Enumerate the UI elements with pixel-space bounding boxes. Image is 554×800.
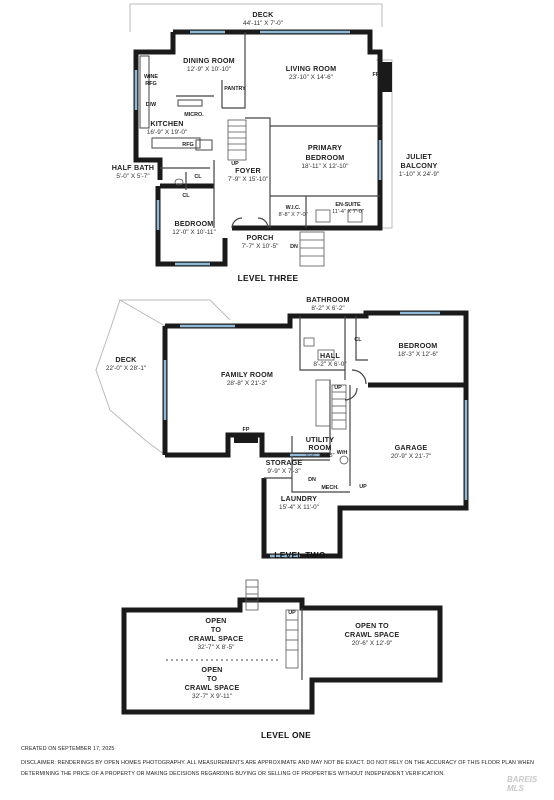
l2-bedroom-dim: 18'-3" X 12'-6" — [398, 351, 438, 358]
dishwasher-label: D/W — [146, 102, 157, 108]
utility-room-name: UTILITY — [306, 435, 335, 444]
l3-deck-dim: 44'-11" X 7'-0" — [243, 20, 283, 27]
wic-name: W.I.C. — [286, 205, 301, 211]
microwave-label: MICRO. — [184, 112, 204, 118]
l3-bedroom-name: BEDROOM — [175, 219, 214, 228]
l2-closet-label: CL — [354, 337, 362, 343]
level-two-plan: DECK 22'-0" X 28'-1" FAMILY ROOM 28'-8" … — [95, 295, 469, 560]
l3-bedroom-dim: 12'-0" X 10'-11" — [172, 229, 215, 236]
family-room-dim: 28'-8" X 21'-3" — [227, 380, 267, 387]
juliet-balcony-outline — [376, 59, 393, 229]
utility-room-name-2: ROOM — [308, 443, 331, 452]
utility-room-dim: 9'-6" X 7'-3" — [305, 453, 334, 459]
l2-deck-name: DECK — [115, 355, 137, 364]
level-one-label: LEVEL ONE — [261, 730, 311, 740]
l2-up-label-2: UP — [359, 484, 367, 490]
primary-bedroom-name: PRIMARY — [308, 143, 342, 152]
crawl-space-2-line-3: CRAWL SPACE — [185, 683, 240, 692]
laundry-name: LAUNDRY — [281, 494, 317, 503]
juliet-balcony-dim: 1'-10" X 24'-9" — [399, 171, 439, 178]
half-bath-dim: 5'-0" X 5'-7" — [116, 173, 149, 180]
en-suite-name: EN-SUITE — [335, 202, 361, 208]
primary-bedroom-dim: 18'-11" X 12'-10" — [301, 163, 348, 170]
garage-dim: 20'-9" X 21'-7" — [391, 453, 431, 460]
living-room-dim: 23'-10" X 14'-6" — [289, 74, 333, 81]
porch-dim: 7'-7" X 10'-5" — [242, 243, 279, 250]
l3-deck-name: DECK — [252, 10, 274, 19]
water-heater-label: W/H — [337, 450, 348, 456]
crawl-space-3-line-2: CRAWL SPACE — [345, 630, 400, 639]
bathroom-name: BATHROOM — [306, 295, 349, 304]
storage-dim: 9'-9" X 7'-3" — [267, 468, 300, 475]
mech-label: MECH. — [321, 485, 339, 491]
family-room-name: FAMILY ROOM — [221, 370, 273, 379]
deck-outline — [129, 3, 383, 32]
en-suite-dim: 11'-4" X 7'-0" — [332, 209, 364, 215]
crawl-space-1-line-1: OPEN — [205, 616, 226, 625]
level-two-label: LEVEL TWO — [274, 550, 326, 560]
laundry-dim: 15'-4" X 11'-0" — [279, 504, 319, 511]
crawl-space-3-line-1: OPEN TO — [355, 621, 389, 630]
hall-name: HALL — [320, 351, 340, 360]
mls-watermark: BAREIS MLS — [507, 775, 538, 793]
crawl-space-2-line-2: TO — [207, 674, 217, 683]
hall-dim: 8'-2" X 6'-0" — [313, 361, 346, 368]
wine-label: WINE — [144, 74, 158, 80]
l2-bedroom-name: BEDROOM — [399, 341, 438, 350]
crawl-space-2-line-1: OPEN — [201, 665, 222, 674]
pantry-label: PANTRY — [224, 86, 246, 92]
l3-up-label: UP — [231, 161, 239, 167]
closet-label-1: CL — [194, 174, 202, 180]
l1-up-label: UP — [288, 610, 296, 616]
level-three-label: LEVEL THREE — [238, 273, 299, 283]
l3-fireplace-label: FP — [373, 72, 380, 78]
closet-label-2: CL — [182, 193, 190, 199]
kitchen-name: KITCHEN — [150, 119, 183, 128]
wic-dim: 8'-8" X 7'-0" — [278, 212, 307, 218]
garage-name: GARAGE — [395, 443, 428, 452]
living-room-name: LIVING ROOM — [286, 64, 337, 73]
l2-deck-dim: 22'-0" X 28'-1" — [106, 365, 146, 372]
crawl-space-2-dim: 32'-7" X 9'-11" — [192, 693, 232, 700]
l2-up-label-1: UP — [334, 385, 342, 391]
dining-room-dim: 12'-9" X 10'-10" — [187, 66, 231, 73]
juliet-balcony-name-2: BALCONY — [401, 161, 438, 170]
porch-name: PORCH — [247, 233, 274, 242]
foyer-dim: 7'-9" X 15'-10" — [228, 176, 268, 183]
crawl-space-1-dim: 32'-7" X 8'-5" — [198, 644, 235, 651]
half-bath-name: HALF BATH — [112, 163, 154, 172]
created-date: CREATED ON SEPTEMBER 17, 2025 — [21, 746, 115, 752]
floor-plan: DECK 44'-11" X 7'-0" DINING ROOM 12'-9" … — [95, 3, 469, 740]
wine-rfg-label: RFG — [145, 81, 156, 87]
juliet-balcony-name: JULIET — [406, 152, 432, 161]
dining-room-name: DINING ROOM — [183, 56, 235, 65]
fridge-label: RFG — [182, 142, 193, 148]
level-one-plan: OPEN TO CRAWL SPACE 32'-7" X 8'-5" OPEN … — [121, 579, 443, 740]
level-three-plan: DECK 44'-11" X 7'-0" DINING ROOM 12'-9" … — [112, 3, 439, 283]
l2-down-label: DN — [308, 477, 316, 483]
l3-down-label: DN — [290, 244, 298, 250]
kitchen-dim: 16'-9" X 19'-0" — [147, 129, 187, 136]
crawl-space-1-line-2: TO — [211, 625, 221, 634]
primary-bedroom-name-2: BEDROOM — [306, 153, 345, 162]
disclaimer: DISCLAIMER: RENDERINGS BY OPEN HOMES PHO… — [21, 760, 535, 777]
crawl-space-1-line-3: CRAWL SPACE — [189, 634, 244, 643]
l2-fireplace-label: FP — [243, 427, 250, 433]
foyer-name: FOYER — [235, 166, 261, 175]
storage-name: STORAGE — [266, 458, 303, 467]
crawl-space-3-dim: 20'-6" X 12'-9" — [352, 640, 392, 647]
bathroom-dim: 8'-2" X 6'-2" — [311, 305, 344, 312]
